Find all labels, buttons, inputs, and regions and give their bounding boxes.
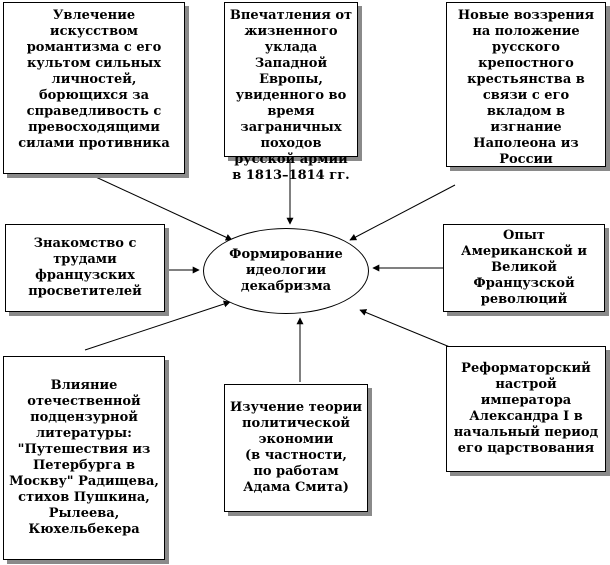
arrow-alexander — [359, 309, 463, 353]
box-western-europe-text: Впечатления от жизненного уклада Западно… — [229, 8, 353, 183]
box-literature-text: Влияние отечественной подцензурной литер… — [9, 378, 159, 537]
box-western-europe: Впечатления от жизненного уклада Западно… — [224, 2, 358, 183]
box-alexander-text: Реформаторский настрой императора Алекса… — [453, 361, 599, 456]
box-revolutions-text: Опыт Американской и Великой Французской … — [461, 228, 587, 307]
box-enlighteners: Знакомство с трудами французских просвет… — [5, 224, 165, 312]
box-romanticism-text: Увлечение искусством романтизма с его ку… — [18, 8, 170, 151]
box-alexander: Реформаторский настрой императора Алекса… — [446, 346, 606, 472]
box-economy-text: Изучение теории политической экономии (в… — [229, 400, 362, 495]
box-serfdom-text: Новые воззрения на положение русского кр… — [457, 8, 595, 167]
box-enlighteners-text: Знакомство с трудами французских просвет… — [28, 236, 142, 299]
box-economy: Изучение теории политической экономии (в… — [224, 384, 368, 512]
arrow-romanticism — [84, 171, 233, 241]
box-literature: Влияние отечественной подцензурной литер… — [3, 356, 165, 560]
box-serfdom: Новые воззрения на положение русского кр… — [446, 2, 606, 167]
center-ellipse-text: Формирование идеологии декабризма — [229, 247, 343, 294]
arrow-serfdom — [349, 184, 456, 241]
arrow-literature — [84, 300, 231, 351]
center-ellipse: Формирование идеологии декабризма — [203, 228, 369, 314]
box-romanticism: Увлечение искусством романтизма с его ку… — [3, 2, 185, 174]
box-revolutions: Опыт Американской и Великой Французской … — [443, 224, 605, 312]
